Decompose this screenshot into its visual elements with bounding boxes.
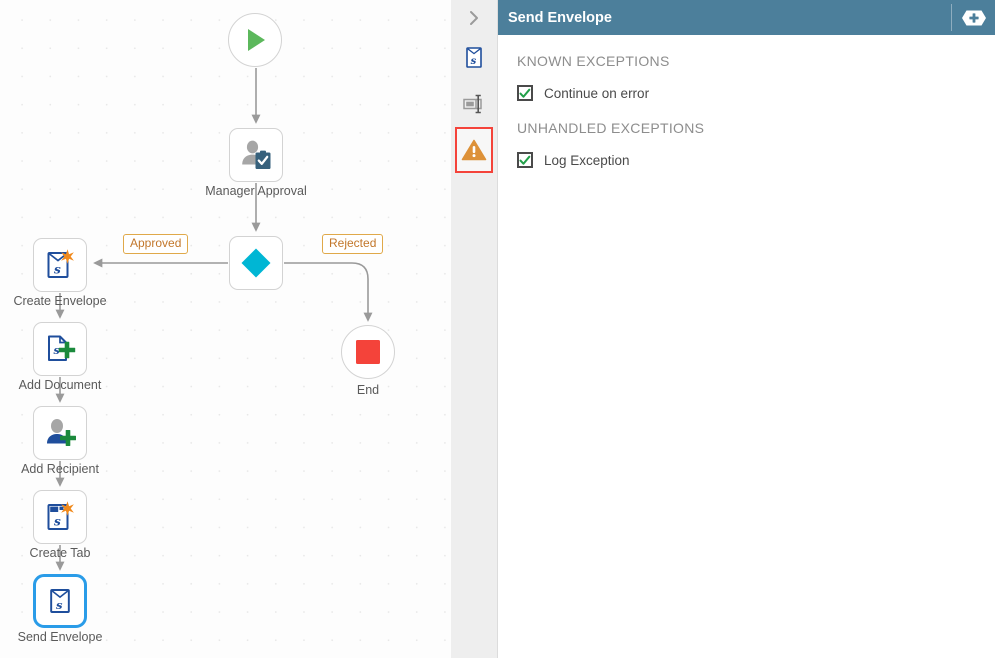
edge-label-approved: Approved: [123, 234, 189, 255]
node-send-envelope-shape[interactable]: s: [33, 574, 87, 628]
rail-item-variables[interactable]: [451, 81, 497, 127]
panel-header: Send Envelope: [498, 0, 995, 35]
node-decision[interactable]: [229, 236, 283, 290]
node-start-shape[interactable]: [228, 13, 282, 67]
edge-label-rejected: Rejected: [322, 234, 384, 255]
panel-header-divider: [951, 4, 952, 31]
person-approval-icon: [242, 140, 271, 169]
chevron-right-icon: [470, 10, 478, 25]
node-add-recipient-shape[interactable]: [33, 406, 87, 460]
rail-item-envelope[interactable]: s: [451, 35, 497, 81]
option-continue-on-error[interactable]: Continue on error: [498, 85, 995, 101]
node-create-envelope-shape[interactable]: s: [33, 238, 87, 292]
node-add-recipient[interactable]: Add Recipient: [21, 406, 99, 476]
play-icon: [248, 29, 265, 51]
panel-collapse-toggle[interactable]: [451, 0, 497, 35]
node-create-envelope[interactable]: s Create Envelope: [13, 238, 107, 308]
check-icon: [519, 88, 531, 98]
create-envelope-icon: s: [47, 249, 74, 278]
panel-title: Send Envelope: [508, 9, 612, 26]
option-log-exception[interactable]: Log Exception: [498, 152, 995, 168]
svg-text:s: s: [54, 515, 61, 529]
continue-on-error-checkbox[interactable]: [517, 85, 533, 101]
node-create-tab[interactable]: s Create Tab: [30, 490, 90, 560]
log-exception-checkbox[interactable]: [517, 152, 533, 168]
continue-on-error-label: Continue on error: [544, 85, 650, 101]
workflow-canvas[interactable]: Manager Approval s C: [0, 0, 451, 658]
node-create-tab-label: Create Tab: [29, 546, 91, 560]
log-exception-label: Log Exception: [544, 152, 630, 168]
panel-add-button[interactable]: [961, 9, 987, 27]
node-end[interactable]: End: [341, 325, 395, 397]
properties-panel: Send Envelope KNOWN EXCEPTIONS: [498, 0, 995, 658]
node-end-shape[interactable]: [341, 325, 395, 379]
input-field-icon: [463, 94, 482, 114]
panel-body: KNOWN EXCEPTIONS Continue on error UNHAN…: [498, 35, 995, 168]
node-add-document[interactable]: s Add Document: [19, 322, 101, 392]
node-add-recipient-label: Add Recipient: [21, 462, 99, 476]
node-start[interactable]: [228, 13, 282, 67]
create-tab-icon: s: [47, 501, 74, 530]
send-envelope-icon: s: [50, 589, 70, 613]
node-end-label: End: [356, 383, 380, 397]
node-decision-shape[interactable]: [229, 236, 283, 290]
node-add-document-shape[interactable]: s: [33, 322, 87, 376]
warning-triangle-icon: [461, 139, 487, 161]
node-send-envelope-label: Send Envelope: [17, 630, 103, 644]
section-title-known-exceptions: KNOWN EXCEPTIONS: [517, 53, 670, 69]
diamond-icon: [241, 248, 271, 278]
svg-text:s: s: [56, 598, 63, 612]
node-create-envelope-label: Create Envelope: [13, 294, 107, 308]
stop-icon: [356, 340, 380, 364]
node-manager-approval-shape[interactable]: [229, 128, 283, 182]
properties-icon-rail: s: [451, 0, 498, 658]
node-manager-approval-label: Manager Approval: [205, 184, 307, 198]
right-pane: s Send E: [451, 0, 995, 658]
rail-item-exceptions[interactable]: [455, 127, 493, 173]
section-title-unhandled-exceptions: UNHANDLED EXCEPTIONS: [517, 120, 705, 136]
add-document-icon: s: [48, 335, 76, 361]
node-send-envelope[interactable]: s Send Envelope: [18, 574, 102, 644]
node-create-tab-shape[interactable]: s: [33, 490, 87, 544]
add-recipient-icon: [47, 419, 76, 446]
svg-text:s: s: [54, 263, 61, 277]
node-add-document-label: Add Document: [18, 378, 102, 392]
envelope-properties-icon: s: [466, 47, 482, 68]
node-manager-approval[interactable]: Manager Approval: [205, 128, 307, 198]
check-icon: [519, 155, 531, 165]
add-plus-icon: [962, 10, 986, 25]
svg-text:s: s: [54, 344, 60, 357]
svg-text:s: s: [471, 56, 477, 67]
